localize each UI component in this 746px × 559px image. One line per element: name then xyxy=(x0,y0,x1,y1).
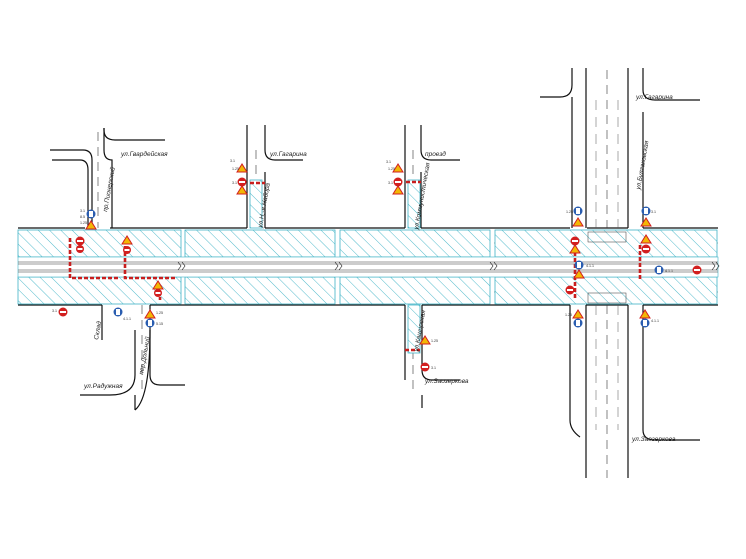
roadworks-warning-icon xyxy=(85,220,97,230)
sign-code: 1.25 xyxy=(156,311,163,315)
direction-sign-icon xyxy=(113,307,123,317)
sign-code: 4.1.1 xyxy=(586,264,594,268)
street-label-gagarina-2: ул.Гагарина xyxy=(635,94,673,101)
sign-code: 4.1.1 xyxy=(651,319,659,323)
roadworks-warning-icon xyxy=(419,335,431,345)
break-mark xyxy=(334,261,343,271)
sign-code: 5.15 xyxy=(156,322,163,326)
work-zones xyxy=(17,229,720,305)
work-zone-3 xyxy=(339,229,491,258)
roadworks-warning-icon xyxy=(392,185,404,195)
roadworks-warning-icon xyxy=(236,163,248,173)
sign-code: 1.25 xyxy=(388,167,395,171)
roadworks-warning-icon xyxy=(569,244,581,254)
street-label-zaozerkova-2: ул.Заозеркова xyxy=(631,436,676,443)
sign-code: 1.25 xyxy=(565,313,572,317)
work-zone-2b xyxy=(184,276,336,305)
work-zone-1b xyxy=(17,276,182,305)
sign-code: 3.1 xyxy=(232,181,237,185)
street-label-raduzhnaya: ул.Радужная xyxy=(83,382,123,390)
street-label-proezd: проезд xyxy=(425,150,446,158)
sign-code: 3.1 xyxy=(52,309,57,313)
sign-code: 1.25 xyxy=(232,167,239,171)
no-entry-sign-icon xyxy=(154,289,162,297)
roadworks-warning-icon xyxy=(640,234,652,244)
work-zone-1 xyxy=(17,229,182,258)
street-label-zaozerkova-1: ул.Заозеркова xyxy=(424,378,469,385)
no-entry-sign-icon xyxy=(393,177,403,187)
no-entry-sign-icon xyxy=(76,245,84,253)
no-entry-sign-icon xyxy=(58,307,68,317)
crosswalk xyxy=(587,231,627,243)
work-zone-3b xyxy=(339,276,491,305)
direction-sign-icon xyxy=(640,318,650,328)
side-street-zone-3 xyxy=(407,179,421,229)
no-entry-sign-icon xyxy=(420,362,430,372)
roadworks-warning-icon xyxy=(639,309,651,319)
no-entry-sign-icon xyxy=(641,244,651,254)
break-mark xyxy=(489,261,498,271)
sign-code: 8.5 xyxy=(80,215,85,219)
direction-sign-icon xyxy=(574,260,584,270)
work-zone-4 xyxy=(494,229,718,258)
barrier-line xyxy=(68,238,120,280)
direction-sign-icon xyxy=(86,209,96,219)
sign-code: 3.1 xyxy=(80,209,85,213)
roadworks-warning-icon xyxy=(572,309,584,319)
direction-sign-icon xyxy=(573,318,583,328)
crosswalk xyxy=(587,292,627,304)
intersection-1 xyxy=(50,128,185,411)
roadworks-warning-icon xyxy=(121,235,133,245)
work-zone-2 xyxy=(184,229,336,258)
sign-code: 4.1.1 xyxy=(123,317,131,321)
no-entry-sign-icon xyxy=(570,236,580,246)
no-entry-sign-icon xyxy=(692,265,702,275)
street-label-bulgakova: ул.Булгаковская xyxy=(635,140,651,192)
intersection-2 xyxy=(246,125,303,229)
sign-code: 3.1 xyxy=(388,181,393,185)
roadworks-warning-icon xyxy=(573,269,585,279)
sign-code: 3.1 xyxy=(431,366,436,370)
street-label-sklad: Склад xyxy=(92,320,103,340)
roadworks-warning-icon xyxy=(392,163,404,173)
signs xyxy=(58,163,702,372)
sign-code: 3.1 xyxy=(651,210,656,214)
sign-code: 1.25 xyxy=(431,339,438,343)
street-label-pionerskiy: пр.Пионерский xyxy=(101,166,117,212)
direction-sign-icon xyxy=(573,206,583,216)
work-zone-4b xyxy=(494,276,718,305)
no-entry-sign-icon xyxy=(237,177,247,187)
break-mark xyxy=(177,261,186,271)
street-label-gagarina-1: ул.Гагарина xyxy=(269,151,307,158)
break-mark xyxy=(711,261,720,271)
roadworks-warning-icon xyxy=(640,217,652,227)
sign-code: 1.25 xyxy=(566,210,573,214)
side-street-zone-3b xyxy=(407,304,421,354)
intersection-4 xyxy=(540,68,700,478)
no-entry-sign-icon xyxy=(123,246,131,254)
roadworks-warning-icon xyxy=(572,217,584,227)
no-entry-sign-icon xyxy=(75,236,85,246)
direction-sign-icon xyxy=(654,265,664,275)
side-street-zone-2 xyxy=(249,179,263,229)
roadworks-warning-icon xyxy=(144,309,156,319)
direction-sign-icon xyxy=(641,206,651,216)
sign-code: 3.1 xyxy=(230,159,235,163)
street-label-gvardeyskaya: ул.Гвардейская xyxy=(120,150,168,158)
sign-codes: 3.1 8.5 1.25 3.1 4.1.1 1.25 5.15 3.1 1.2… xyxy=(52,159,673,370)
sign-code: 1.25 xyxy=(80,221,87,225)
direction-sign-icon xyxy=(145,318,155,328)
no-entry-sign-icon xyxy=(565,285,575,295)
sign-code: 4.1.1 xyxy=(665,269,673,273)
tram-track-strip xyxy=(17,256,719,278)
sign-code: 3.1 xyxy=(386,160,391,164)
roadworks-warning-icon xyxy=(236,185,248,195)
